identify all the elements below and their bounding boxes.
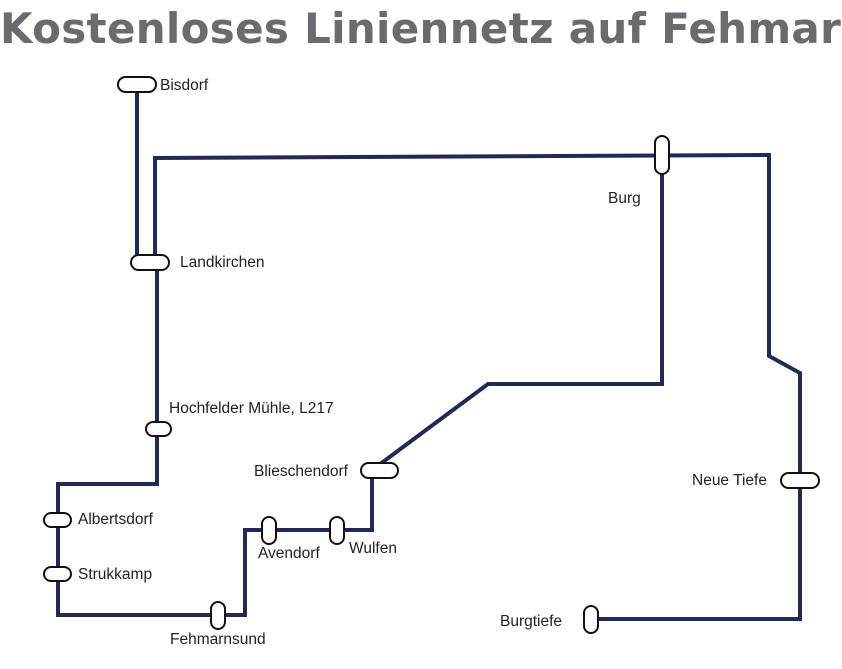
stop-marker-strukkamp[interactable]	[43, 566, 72, 582]
station-label-landkirchen: Landkirchen	[180, 254, 264, 271]
stop-marker-wulfen[interactable]	[329, 516, 345, 545]
stop-marker-burgtiefe[interactable]	[583, 605, 599, 634]
stop-marker-bisdorf[interactable]	[117, 76, 157, 93]
station-label-burg: Burg	[608, 190, 641, 207]
stop-marker-neue-tiefe[interactable]	[780, 472, 820, 489]
station-label-bisdorf: Bisdorf	[160, 77, 209, 94]
stop-marker-albertsdorf[interactable]	[43, 512, 72, 528]
station-label-strukkamp: Strukkamp	[78, 566, 152, 583]
station-label-avendorf: Avendorf	[258, 545, 320, 562]
station-label-albertsdorf: Albertsdorf	[78, 511, 154, 528]
route-line-landkirchen-burg-burgtiefe	[153, 152, 802, 621]
station-label-wulfen: Wulfen	[349, 540, 397, 557]
stop-marker-fehmarnsund[interactable]	[210, 601, 226, 630]
station-label-neue-tiefe: Neue Tiefe	[692, 472, 767, 489]
stop-marker-hochfelder-muehle[interactable]	[145, 421, 172, 437]
station-label-hochfelder-muehle: Hochfelder Mühle, L217	[169, 400, 334, 417]
stop-marker-blieschendorf[interactable]	[360, 462, 399, 479]
stop-marker-landkirchen[interactable]	[130, 254, 170, 271]
station-label-blieschendorf: Blieschendorf	[254, 463, 349, 480]
stop-marker-avendorf[interactable]	[261, 516, 277, 545]
station-label-burgtiefe: Burgtiefe	[500, 613, 562, 630]
stop-marker-burg[interactable]	[654, 135, 670, 175]
station-label-fehmarnsund: Fehmarnsund	[170, 631, 266, 648]
route-line-main	[56, 155, 664, 617]
map-title: Kostenloses Liniennetz auf Fehmarn	[0, 4, 842, 53]
